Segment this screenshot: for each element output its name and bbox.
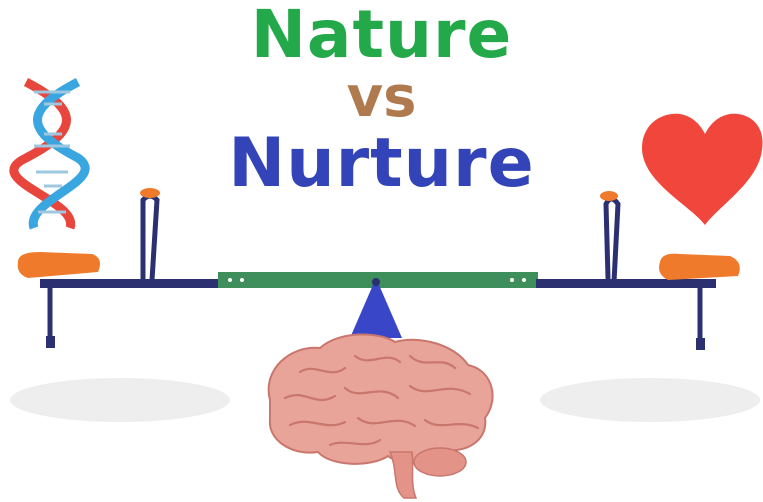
left-seat (18, 252, 100, 278)
dna-helix-icon (14, 78, 86, 230)
left-handle (140, 188, 160, 198)
beam-left (40, 279, 220, 288)
brain-icon (269, 334, 493, 498)
beam-right (536, 279, 716, 288)
right-handle (600, 191, 618, 201)
left-shadow (10, 378, 230, 422)
right-shadow (540, 378, 760, 422)
heart-icon (642, 114, 763, 225)
right-seat (659, 254, 740, 280)
